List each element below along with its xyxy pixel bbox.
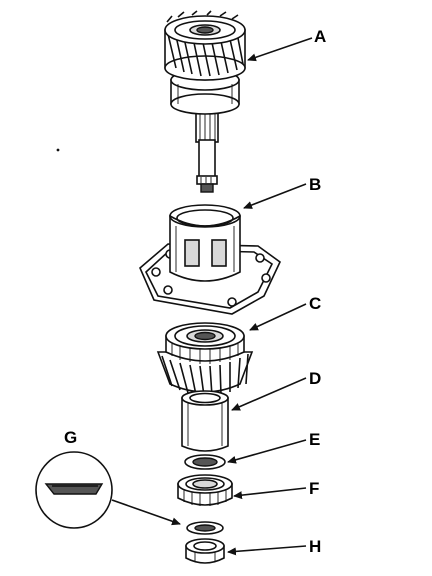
label-a: A [314, 27, 326, 46]
leader-lines [111, 37, 313, 556]
part-e-washer [184, 454, 226, 470]
label-d: D [309, 369, 321, 388]
label-h: H [309, 537, 321, 556]
label-b: B [309, 175, 321, 194]
label-g: G [64, 428, 77, 447]
label-f: F [309, 479, 319, 498]
part-c-bevel-gear [156, 322, 254, 397]
label-e: E [309, 430, 320, 449]
stray-dot [56, 148, 60, 152]
part-d-spacer-sleeve [181, 390, 229, 452]
part-h-lock-nut [185, 538, 225, 564]
label-c: C [309, 294, 321, 313]
part-a-gear-shaft [164, 10, 246, 193]
part-g-flat-washer [186, 521, 224, 535]
part-f-tapered-bearing [177, 474, 233, 506]
detail-inset-g [35, 451, 113, 529]
part-b-retainer-flange [139, 204, 282, 315]
